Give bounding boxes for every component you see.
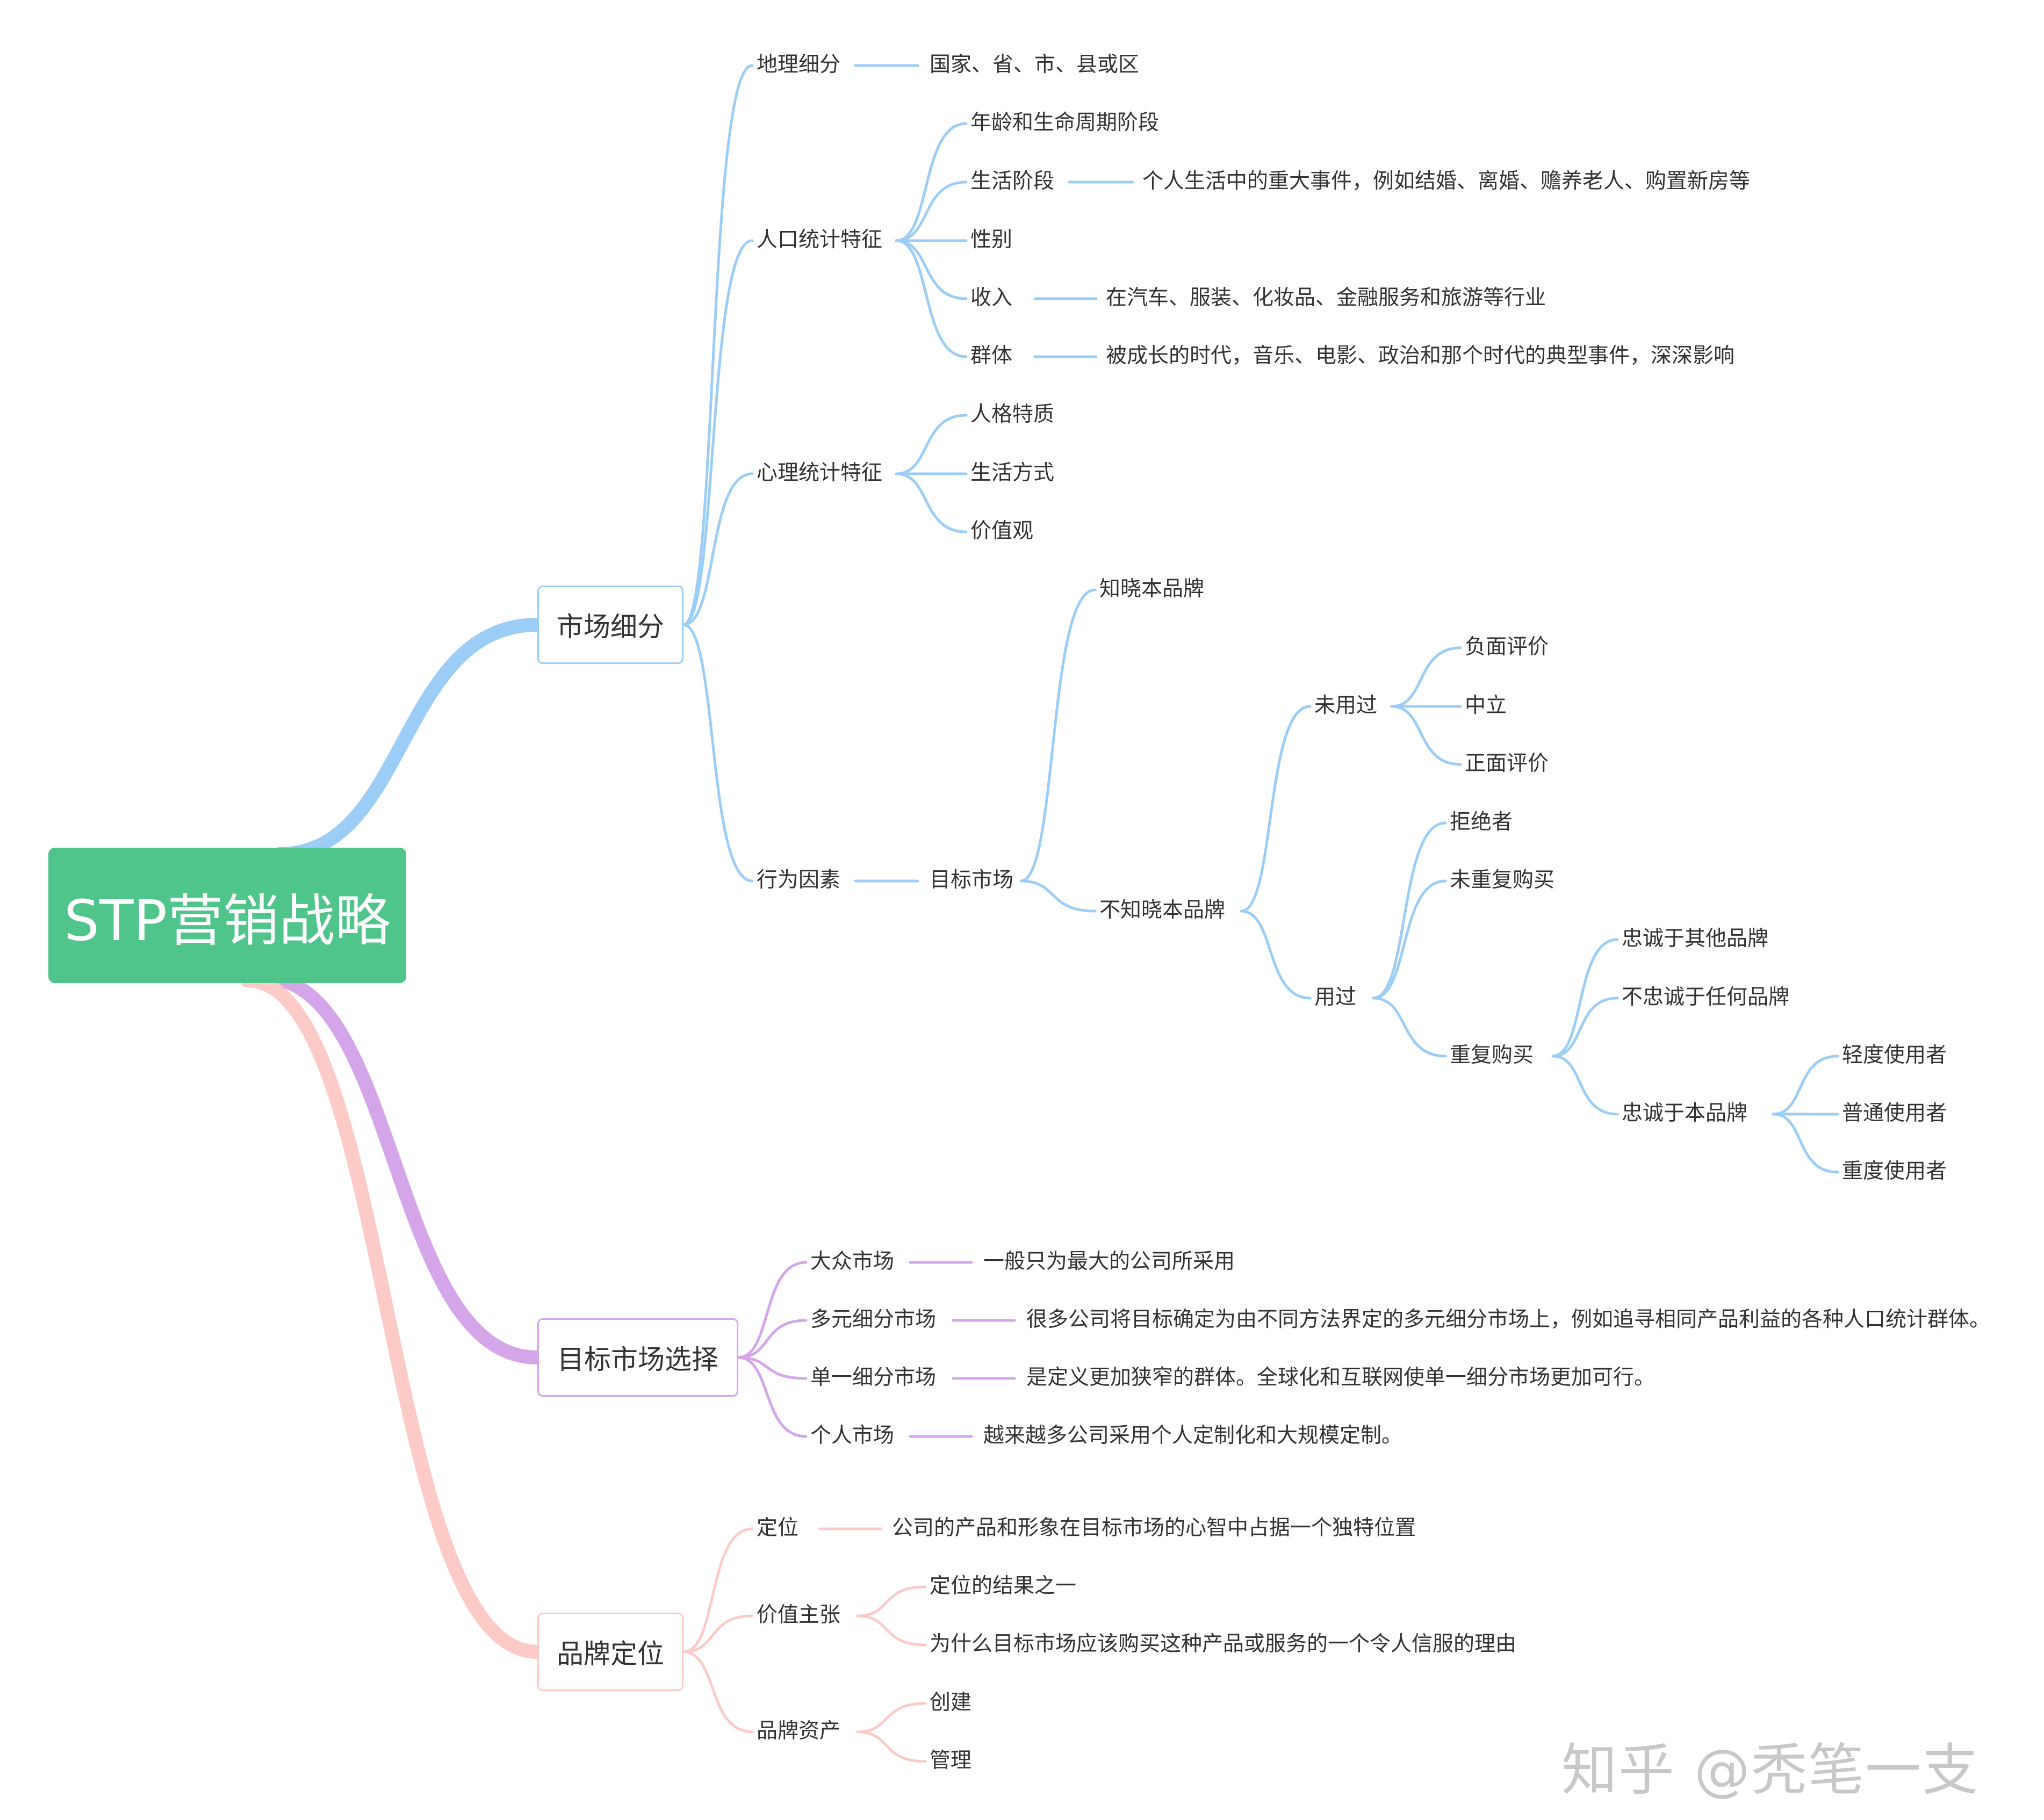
edge-loyal-0 bbox=[1772, 1055, 1839, 1116]
value-item-result-label[interactable]: 定位的结果之一 bbox=[930, 1574, 1077, 1598]
positioning-node[interactable]: 品牌定位 bbox=[537, 1613, 683, 1691]
mass-market-label[interactable]: 大众市场 bbox=[810, 1250, 895, 1274]
edge-repeat-0 bbox=[1551, 938, 1619, 1058]
demo-life-stage-label[interactable]: 生活阶段 bbox=[970, 169, 1055, 193]
edge-seg-l1-3 bbox=[682, 623, 754, 883]
demographic-label[interactable]: 人口统计特征 bbox=[757, 228, 883, 252]
edge-psy-0 bbox=[895, 414, 968, 475]
edge-value-0 bbox=[856, 1585, 927, 1617]
demo-life-stage-detail[interactable]: 个人生活中的重大事件，例如结婚、离婚、赡养老人、购置新房等 bbox=[1142, 169, 1751, 193]
edge-demo-0 bbox=[895, 122, 968, 242]
edge-repeat-1 bbox=[1551, 996, 1619, 1058]
loyal-other-label[interactable]: 忠诚于其他品牌 bbox=[1622, 927, 1769, 951]
watermark: 知乎 @秃笔一支 bbox=[1561, 1737, 1980, 1803]
demo-income-label[interactable]: 收入 bbox=[970, 286, 1013, 310]
edge-root-segmentation bbox=[272, 618, 544, 861]
demo-gender-label[interactable]: 性别 bbox=[970, 228, 1013, 252]
multi-segment-label[interactable]: 多元细分市场 bbox=[810, 1308, 937, 1332]
aware-brand-label[interactable]: 知晓本品牌 bbox=[1099, 577, 1205, 601]
positive-review-label[interactable]: 正面评价 bbox=[1465, 752, 1549, 776]
edge-used-1 bbox=[1372, 879, 1447, 1000]
edge-pos-0 bbox=[682, 1527, 754, 1653]
edge-tgt-1 bbox=[737, 1319, 808, 1359]
edge-pos-2 bbox=[682, 1650, 754, 1734]
unaware-brand-label[interactable]: 不知晓本品牌 bbox=[1099, 898, 1226, 922]
multi-segment-detail[interactable]: 很多公司将目标确定为由不同方法界定的多元细分市场上，例如追寻相同产品利益的各种人… bbox=[1026, 1308, 1991, 1332]
edge-root-targeting bbox=[256, 971, 544, 1364]
edge-demo-1 bbox=[895, 180, 968, 242]
negative-review-label[interactable]: 负面评价 bbox=[1465, 635, 1549, 659]
psychographic-label[interactable]: 心理统计特征 bbox=[757, 461, 883, 485]
edge-pos-1 bbox=[682, 1614, 754, 1653]
segmentation-node[interactable]: 市场细分 bbox=[537, 586, 683, 664]
edge-loyal-2 bbox=[1772, 1113, 1839, 1174]
edge-tgt-0 bbox=[737, 1261, 808, 1359]
positioning-label[interactable]: 定位 bbox=[757, 1516, 799, 1540]
edge-seg-l1-1 bbox=[682, 239, 754, 626]
edge-used-2 bbox=[1372, 996, 1447, 1058]
edge-psy-2 bbox=[895, 472, 968, 533]
light-user-label[interactable]: 轻度使用者 bbox=[1842, 1043, 1947, 1067]
edge-used-0 bbox=[1372, 821, 1447, 1000]
geo-segmentation-label[interactable]: 地理细分 bbox=[757, 53, 841, 77]
edge-demo-3 bbox=[895, 239, 968, 300]
individual-market-label[interactable]: 个人市场 bbox=[810, 1424, 895, 1448]
edge-equity-0 bbox=[856, 1702, 927, 1734]
edge-tgt-2 bbox=[737, 1356, 808, 1380]
rejecter-label[interactable]: 拒绝者 bbox=[1450, 810, 1513, 834]
loyal-this-label[interactable]: 忠诚于本品牌 bbox=[1622, 1101, 1748, 1125]
edge-root-positioning bbox=[240, 973, 544, 1659]
brand-equity-label[interactable]: 品牌资产 bbox=[757, 1719, 841, 1743]
edge-unaware-used bbox=[1240, 909, 1312, 1000]
positioning-detail[interactable]: 公司的产品和形象在目标市场的心智中占据一个独特位置 bbox=[892, 1516, 1416, 1540]
single-segment-detail[interactable]: 是定义更加狭窄的群体。全球化和互联网使单一细分市场更加可行。 bbox=[1026, 1366, 1656, 1390]
demo-income-detail[interactable]: 在汽车、服装、化妆品、金融服务和旅游等行业 bbox=[1106, 286, 1546, 310]
psycho-lifestyle-label[interactable]: 生活方式 bbox=[970, 461, 1055, 485]
demo-age-label[interactable]: 年龄和生命周期阶段 bbox=[970, 111, 1160, 135]
edge-demo-4 bbox=[895, 239, 968, 358]
edge-notused-2 bbox=[1390, 705, 1462, 766]
demo-cohort-detail[interactable]: 被成长的时代，音乐、电影、政治和那个时代的典型事件，深深影响 bbox=[1106, 344, 1735, 368]
edge-notused-0 bbox=[1390, 646, 1462, 708]
heavy-user-label[interactable]: 重度使用者 bbox=[1842, 1159, 1947, 1183]
used-label[interactable]: 用过 bbox=[1314, 985, 1357, 1009]
neutral-label[interactable]: 中立 bbox=[1465, 694, 1507, 718]
edge-equity-1 bbox=[856, 1730, 927, 1763]
equity-manage-label[interactable]: 管理 bbox=[930, 1749, 972, 1773]
edge-target-unaware bbox=[1019, 879, 1097, 913]
edge-unaware-notused bbox=[1240, 705, 1312, 913]
edge-tgt-3 bbox=[737, 1356, 808, 1438]
edge-seg-l1-0 bbox=[682, 64, 754, 626]
targeting-node[interactable]: 目标市场选择 bbox=[537, 1318, 738, 1397]
individual-market-detail[interactable]: 越来越多公司采用个人定制化和大规模定制。 bbox=[983, 1424, 1403, 1448]
not-loyal-label[interactable]: 不忠诚于任何品牌 bbox=[1622, 985, 1790, 1009]
equity-create-label[interactable]: 创建 bbox=[930, 1691, 972, 1715]
geo-detail-label[interactable]: 国家、省、市、县或区 bbox=[930, 53, 1140, 77]
edge-target-aware bbox=[1019, 588, 1097, 883]
psycho-values-label[interactable]: 价值观 bbox=[970, 519, 1034, 543]
mass-market-detail[interactable]: 一般只为最大的公司所采用 bbox=[983, 1250, 1235, 1274]
root-node[interactable]: STP营销战略 bbox=[48, 848, 406, 983]
value-proposition-label[interactable]: 价值主张 bbox=[757, 1603, 841, 1627]
repeat-purchase-label[interactable]: 重复购买 bbox=[1450, 1043, 1534, 1067]
demo-cohort-label[interactable]: 群体 bbox=[970, 344, 1013, 368]
target-market-label[interactable]: 目标市场 bbox=[930, 868, 1014, 892]
edge-seg-l1-2 bbox=[682, 472, 754, 626]
single-segment-label[interactable]: 单一细分市场 bbox=[810, 1366, 937, 1390]
psycho-personality-label[interactable]: 人格特质 bbox=[970, 402, 1055, 427]
medium-user-label[interactable]: 普通使用者 bbox=[1842, 1101, 1947, 1125]
no-repeat-purchase-label[interactable]: 未重复购买 bbox=[1450, 868, 1555, 892]
edge-value-1 bbox=[856, 1614, 927, 1646]
behavior-label[interactable]: 行为因素 bbox=[757, 868, 841, 892]
edge-repeat-2 bbox=[1551, 1055, 1619, 1116]
value-item-reason-label[interactable]: 为什么目标市场应该购买这种产品或服务的一个令人信服的理由 bbox=[930, 1632, 1517, 1656]
not-used-label[interactable]: 未用过 bbox=[1314, 694, 1378, 718]
